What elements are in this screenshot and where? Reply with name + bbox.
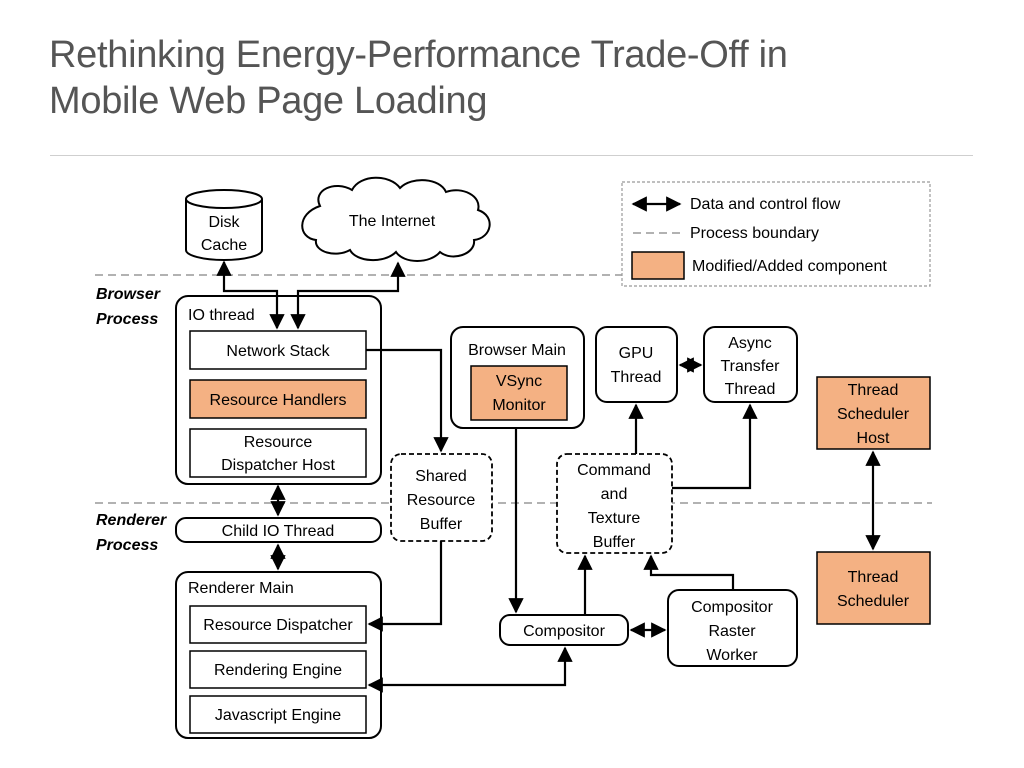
slide-title: Rethinking Energy-Performance Trade-Off … bbox=[49, 32, 989, 124]
crw-label-3: Worker bbox=[706, 647, 758, 664]
srb-label-2: Resource bbox=[407, 492, 476, 509]
gpu-label-2: Thread bbox=[611, 369, 662, 386]
arrow-network-srb bbox=[366, 348, 449, 453]
tsh-label-3: Host bbox=[857, 430, 890, 447]
ts-label: Thread bbox=[848, 569, 899, 586]
resource-dispatcher-label: Resource Dispatcher bbox=[203, 617, 353, 634]
disk-cache-label: Disk bbox=[208, 214, 240, 231]
gpu-thread bbox=[595, 326, 678, 403]
arrow-internet-network bbox=[290, 261, 406, 330]
crw-label: Compositor bbox=[691, 599, 773, 616]
slide-title-line-2: Mobile Web Page Loading bbox=[49, 80, 488, 122]
resource-handlers bbox=[189, 379, 367, 419]
arrow-crw-ctb bbox=[643, 554, 735, 590]
connectors bbox=[216, 260, 881, 693]
renderer-process-label: Renderer bbox=[96, 512, 167, 529]
ctb-label: Command bbox=[577, 462, 651, 479]
legend-modified: Modified/Added component bbox=[692, 258, 887, 275]
ctb-label-4: Buffer bbox=[593, 534, 636, 551]
thread-scheduler-host bbox=[816, 376, 931, 450]
slide-title-line-1: Rethinking Energy-Performance Trade-Off … bbox=[49, 34, 788, 76]
srb-label-3: Buffer bbox=[420, 516, 463, 533]
arrow-srb-dispatcher bbox=[367, 541, 443, 632]
io-thread-label: IO thread bbox=[188, 307, 255, 324]
thread-scheduler bbox=[816, 551, 931, 625]
arrow-ctb-async bbox=[672, 403, 758, 490]
renderer-main-label: Renderer Main bbox=[188, 580, 294, 597]
async-transfer-thread bbox=[703, 326, 798, 403]
internet-label: The Internet bbox=[349, 213, 436, 230]
browser-process-label-2: Process bbox=[96, 311, 158, 328]
command-texture-buffer bbox=[556, 453, 673, 554]
resource-dispatcher-host bbox=[189, 428, 367, 478]
vsync-monitor bbox=[470, 365, 568, 421]
async-label: Async bbox=[728, 335, 772, 352]
rendering-engine-label: Rendering Engine bbox=[214, 662, 342, 679]
network-stack-label: Network Stack bbox=[226, 343, 330, 360]
arrow-rendering-compositor bbox=[367, 646, 573, 693]
ts-label-2: Scheduler bbox=[837, 593, 910, 610]
compositor-label: Compositor bbox=[523, 623, 605, 640]
browser-main-label: Browser Main bbox=[468, 342, 566, 359]
crw-label-2: Raster bbox=[708, 623, 756, 640]
legend-data-flow: Data and control flow bbox=[690, 196, 841, 213]
vsync-label-2: Monitor bbox=[492, 397, 546, 414]
legend-modified-swatch bbox=[631, 251, 685, 280]
ctb-label-2: and bbox=[601, 486, 628, 503]
ctb-label-3: Texture bbox=[588, 510, 641, 527]
async-label-2: Transfer bbox=[721, 358, 781, 375]
compositor bbox=[499, 614, 629, 646]
javascript-engine bbox=[189, 695, 367, 734]
javascript-engine-label: Javascript Engine bbox=[215, 707, 341, 724]
arrow-disk-network bbox=[216, 260, 285, 330]
vsync-label: VSync bbox=[496, 373, 542, 390]
legend: Data and control flow Process boundary M… bbox=[621, 181, 931, 287]
tsh-label: Thread bbox=[848, 382, 899, 399]
browser-process-label: Browser bbox=[96, 286, 161, 303]
disk-cache: Disk Cache bbox=[185, 189, 263, 261]
srb-label: Shared bbox=[415, 468, 467, 485]
network-stack bbox=[189, 330, 367, 370]
renderer-process-label-2: Process bbox=[96, 537, 158, 554]
async-label-3: Thread bbox=[725, 381, 776, 398]
tsh-label-2: Scheduler bbox=[837, 406, 910, 423]
gpu-label: GPU bbox=[619, 345, 654, 362]
child-io-label: Child IO Thread bbox=[222, 523, 335, 540]
legend-process-boundary: Process boundary bbox=[690, 225, 819, 242]
internet-cloud: The Internet bbox=[301, 176, 491, 262]
resource-dispatcher bbox=[189, 605, 367, 644]
child-io-thread bbox=[175, 517, 382, 543]
rendering-engine bbox=[189, 650, 367, 689]
rdh-label: Resource bbox=[244, 434, 313, 451]
resource-handlers-label: Resource Handlers bbox=[210, 392, 347, 409]
disk-cache-label-2: Cache bbox=[201, 237, 247, 254]
title-divider bbox=[50, 155, 973, 156]
rdh-label-2: Dispatcher Host bbox=[221, 457, 335, 474]
